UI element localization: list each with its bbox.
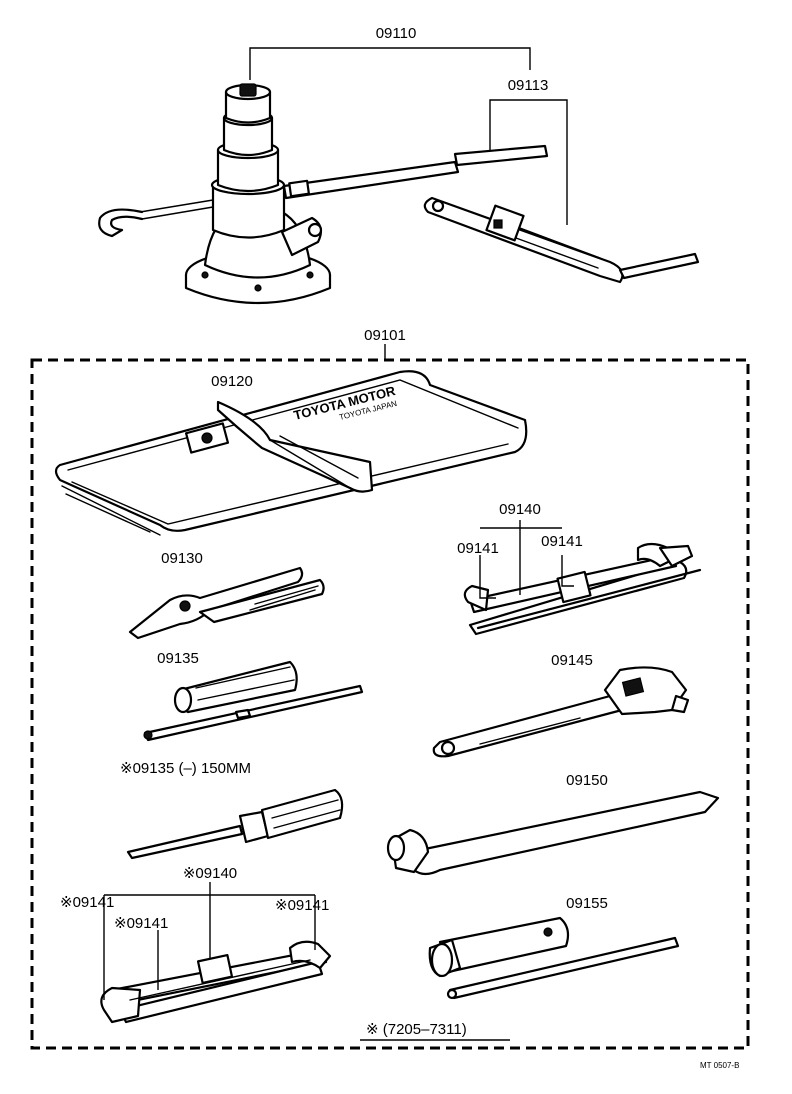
- label-09141-b: 09141: [541, 533, 583, 550]
- label-09120: 09120: [211, 373, 253, 390]
- label-09101: 09101: [364, 327, 406, 344]
- label-09141-alt-3: ※09141: [275, 897, 329, 914]
- label-09150: 09150: [566, 772, 608, 789]
- lug-wrench: [386, 790, 720, 876]
- label-09135: 09135: [157, 650, 199, 667]
- screwdriver: [143, 660, 364, 742]
- jack-assembly: [98, 83, 549, 305]
- label-09113: 09113: [508, 77, 549, 94]
- pliers: [128, 566, 325, 640]
- label-09140: 09140: [499, 501, 541, 518]
- label-09135-alt: ※09135 (–) 150MM: [120, 760, 251, 777]
- plug-wrench: [428, 916, 680, 1000]
- wrench-set: [463, 542, 702, 636]
- date-range-note: ※ (7205–7311): [366, 1021, 467, 1038]
- jack-handle: [423, 196, 700, 284]
- screwdriver-alt: [126, 788, 344, 860]
- label-09141-a: 09141: [457, 540, 499, 557]
- label-09141-alt-1: ※09141: [60, 894, 114, 911]
- leaders-top: [249, 47, 568, 225]
- label-09141-alt-2: ※09141: [114, 915, 168, 932]
- label-09145: 09145: [551, 652, 593, 669]
- tool-kit-border: [30, 358, 750, 1050]
- wrench-set-alt: [100, 940, 332, 1024]
- label-09140-alt: ※09140: [183, 865, 237, 882]
- label-09130: 09130: [161, 550, 203, 567]
- label-09155: 09155: [566, 895, 608, 912]
- label-09110: 09110: [376, 25, 417, 42]
- adjustable-wrench: [432, 666, 690, 758]
- tool-bag: TOYOTA MOTOR TOYOTA JAPAN: [54, 370, 528, 536]
- drawing-code: MT 0507-B: [700, 1061, 739, 1070]
